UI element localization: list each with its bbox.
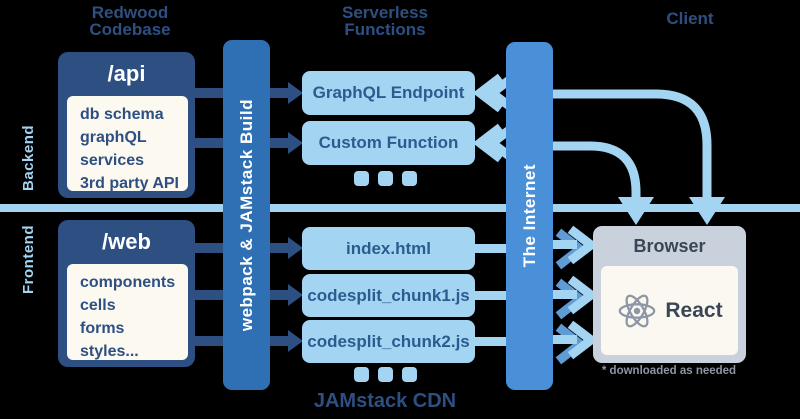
- client-title: Client: [666, 9, 714, 28]
- connector-api-build-2: [193, 138, 227, 148]
- webpack-jamstack-build-bar: webpack & JAMstack Build: [223, 40, 270, 390]
- arrow-build-graphql: [268, 82, 303, 104]
- the-internet-bar: The Internet: [506, 42, 553, 390]
- connector-web-build-1: [193, 243, 227, 253]
- web-item: styles...: [80, 343, 139, 360]
- connector-chunk2-internet: [473, 337, 509, 346]
- arrow-head-1: [567, 225, 599, 265]
- codesplit-chunk1-box: codesplit_chunk1.js: [302, 274, 475, 317]
- arrowhead-curve-customfn: [618, 197, 654, 225]
- react-logo-icon: [619, 294, 656, 327]
- arrowhead-curve-graphql: [689, 197, 725, 225]
- arrow-build-chunk1: [268, 284, 303, 306]
- connector-chunk1-internet: [473, 291, 509, 300]
- web-item: components: [80, 274, 176, 291]
- jamstack-cdn-title: JAMstack CDN: [313, 390, 457, 412]
- browser-viewport: React: [601, 266, 738, 355]
- backend-frontend-divider: [0, 204, 800, 212]
- connector-web-build-3: [193, 336, 227, 346]
- dot: [354, 171, 369, 186]
- web-item: forms: [80, 320, 125, 337]
- backend-label: Backend: [20, 124, 37, 192]
- web-box: /web components cells forms styles...: [58, 220, 195, 367]
- frontend-label: Frontend: [20, 225, 37, 295]
- redwood-codebase-title: Redwood Codebase: [89, 3, 171, 39]
- arrow-build-index: [268, 237, 303, 259]
- arrow-internet-customfn: [472, 123, 504, 163]
- dot: [402, 171, 417, 186]
- graphql-endpoint-box: GraphQL Endpoint: [302, 71, 475, 115]
- internet-bar-label: The Internet: [519, 164, 539, 268]
- dot: [402, 367, 417, 382]
- arrow-shaft-2: [553, 290, 577, 299]
- build-bar-label: webpack & JAMstack Build: [236, 98, 256, 332]
- arrow-internet-graphql: [472, 73, 504, 113]
- arrow-curve-graphql-browser: [553, 89, 712, 199]
- arrow-shaft-3: [553, 335, 577, 344]
- dot: [378, 171, 393, 186]
- index-html-box: index.html: [302, 227, 475, 270]
- dot: [378, 367, 393, 382]
- downloaded-as-needed-caption: * downloaded as needed: [601, 365, 737, 377]
- api-item: graphQL: [80, 129, 147, 146]
- arrow-shaft-1: [553, 240, 577, 249]
- arrow-internet-customfn-inner: [484, 124, 515, 162]
- browser-title: Browser: [633, 236, 706, 256]
- api-item: services: [80, 152, 145, 169]
- browser-box: Browser React: [593, 226, 746, 363]
- api-box: /api db schema graphQL services 3rd part…: [58, 52, 195, 198]
- arrow-build-customfn: [268, 132, 303, 154]
- web-item: cells: [80, 297, 116, 314]
- react-label: React: [665, 298, 723, 322]
- api-box-title: /api: [107, 61, 146, 86]
- arrow-build-chunk2: [268, 330, 303, 352]
- codesplit-chunk2-box: codesplit_chunk2.js: [302, 320, 475, 363]
- connector-api-build-1: [193, 88, 227, 98]
- web-box-title: /web: [102, 229, 151, 254]
- connector-index-internet: [473, 244, 509, 253]
- arrow-head-3: [567, 320, 599, 360]
- ellipsis-functions: [354, 171, 417, 186]
- arrow-head-2: [567, 275, 599, 315]
- arrow-internet-graphql-inner: [484, 74, 515, 112]
- custom-function-box: Custom Function: [302, 121, 475, 165]
- api-item: db schema: [80, 106, 164, 123]
- connector-web-build-2: [193, 290, 227, 300]
- ellipsis-assets: [354, 367, 417, 382]
- api-item: 3rd party API: [80, 175, 179, 192]
- web-box-contents: components cells forms styles...: [67, 264, 188, 360]
- dot: [354, 367, 369, 382]
- arrows-internet-browser: [553, 225, 599, 365]
- arrow-curve-customfn-browser: [553, 141, 641, 199]
- serverless-functions-title: Serverless Functions: [341, 3, 429, 39]
- api-box-contents: db schema graphQL services 3rd party API: [67, 96, 188, 192]
